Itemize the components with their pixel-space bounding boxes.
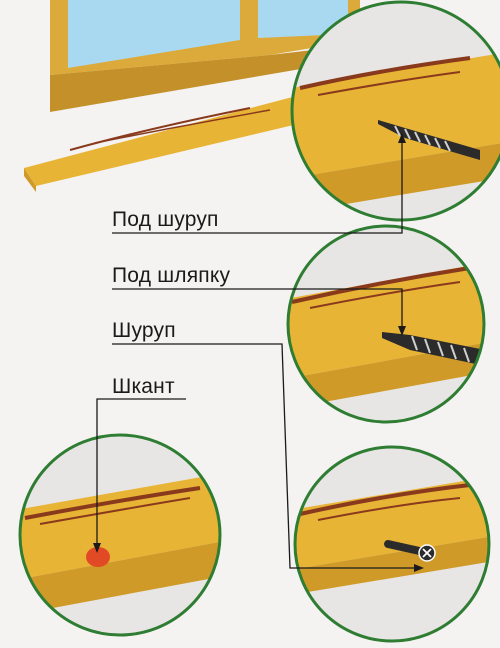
wood-front (20, 540, 220, 615)
sill-top (24, 95, 302, 186)
circle-border (293, 445, 491, 643)
sill-grain (69, 107, 251, 151)
circle-border (286, 224, 486, 424)
leader-line-shurup (112, 343, 420, 569)
wood-top (20, 472, 220, 580)
detail-circle-shkant (18, 433, 222, 637)
drill-bit-icon (382, 332, 484, 366)
wood-grain (39, 497, 191, 525)
circle-border (18, 433, 222, 637)
wood-grain (309, 281, 461, 309)
arrow-head (414, 564, 424, 572)
sill-grain (94, 109, 271, 144)
leader-line-shkant (96, 398, 186, 549)
dowel-icon (86, 547, 110, 567)
leader-line-pod-shlyapku (112, 288, 403, 332)
detail-circle-pod-shurup (290, 0, 500, 222)
wood-grain (317, 497, 461, 521)
wood-grain (24, 486, 201, 520)
window-sill (24, 95, 302, 192)
label-shurup: Шуруп (112, 319, 176, 342)
wood-front (292, 140, 500, 215)
wood-grain (299, 56, 471, 90)
wood-front (288, 340, 484, 410)
detail-circle-shurup (293, 445, 491, 643)
leader-line-pod-shurup (112, 137, 403, 234)
label-shkant: Шкант (112, 375, 175, 398)
arrow-head (93, 543, 101, 553)
leader-arrows (93, 133, 424, 572)
circle-border (290, 0, 500, 222)
window-glass-left (68, 0, 240, 68)
wood-grain (317, 71, 461, 96)
screw-head-icon (384, 540, 436, 562)
drill-bit-icon (378, 120, 480, 160)
detail-circle-pod-shlyapku (286, 224, 486, 424)
label-pod-shlyapku: Под шляпку (112, 264, 231, 287)
wood-front (295, 535, 489, 595)
window (50, 0, 360, 112)
window-glass-right (258, 0, 348, 38)
wood-grain (291, 266, 471, 304)
leader-lines (96, 137, 420, 569)
window-bottom-rail (50, 48, 330, 112)
sill-front (24, 168, 36, 192)
arrow-head (398, 326, 406, 336)
arrow-head (398, 133, 406, 143)
label-pod-shurup: Под шуруп (112, 208, 219, 231)
wood-grain (299, 483, 471, 516)
